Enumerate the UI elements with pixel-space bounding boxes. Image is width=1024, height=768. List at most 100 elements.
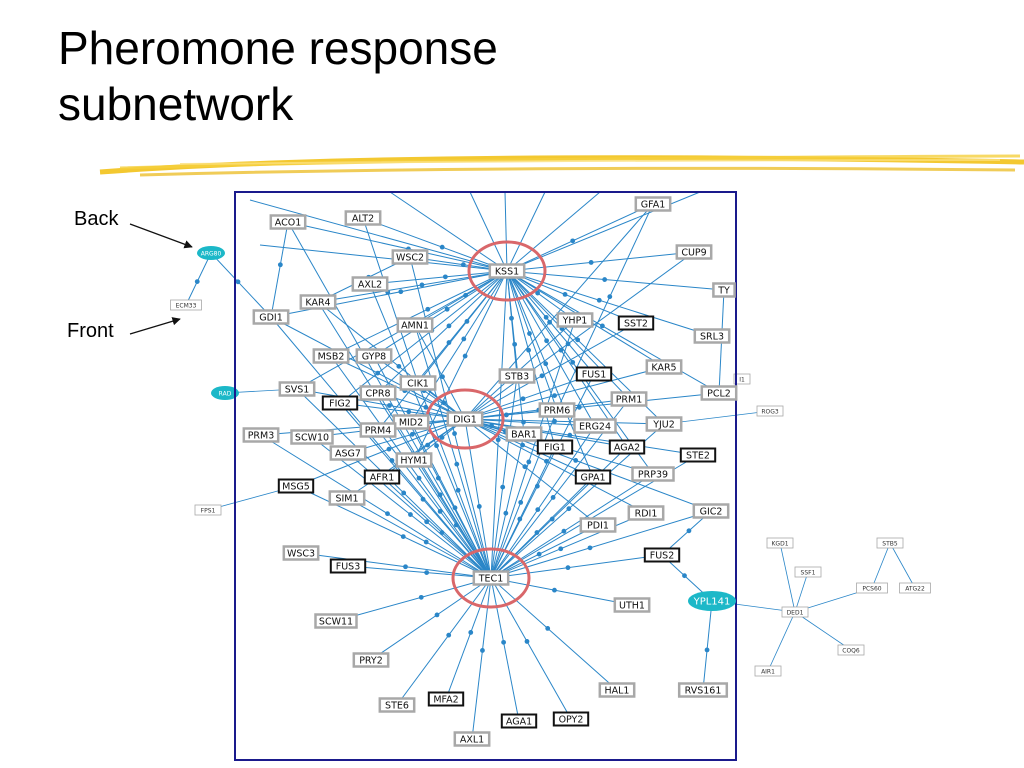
edge-line [464,418,665,428]
node-label: YPL141 [693,597,731,608]
node-prm6: PRM6 [538,402,576,418]
node-label: TY [717,286,730,297]
back-node-label: COQ6 [842,648,860,655]
node-gdi1: GDI1 [252,309,290,325]
node-label: OPY2 [559,715,584,726]
front-layer-frame [234,191,737,761]
node-label: PRM4 [365,426,392,437]
edge-dot [441,400,447,406]
edge-dot [543,314,549,320]
node-ste6: STE6 [378,697,416,713]
edge-dot [570,238,576,244]
node-msg5: MSG5 [277,478,315,494]
edge-dot [602,277,608,282]
edge-dot [567,432,573,438]
edge-dot [607,294,613,300]
back-edge-line [871,542,891,589]
node-label: YHP1 [562,316,588,327]
back-node-rog3: ROG3 [756,405,784,417]
edge-dot [434,612,440,618]
edge-line [210,252,272,318]
edge-line [506,270,628,448]
node-gfa1: GFA1 [634,196,672,212]
node-prm1: PRM1 [610,391,648,407]
edge-dot [398,289,404,295]
back-node-label: ECM33 [176,303,197,310]
node-label: AXL2 [358,280,382,291]
edge-line [506,203,654,272]
node-fig1: FIG1 [536,439,574,455]
node-label: WSC2 [396,253,424,264]
edge-line [464,372,595,420]
edge-dot [549,516,555,522]
node-label: AXL1 [460,735,484,746]
back-node-label: ATG22 [905,586,925,593]
edge-dot [453,522,459,528]
edge-line [270,316,492,579]
node-label: RDI1 [635,509,658,520]
node-mfa2: MFA2 [427,691,465,707]
edge-line [300,550,492,579]
node-label: FIG2 [329,399,351,410]
edge-dot [454,461,460,467]
back-edge-line [794,611,852,651]
node-stb3: STB3 [498,368,536,384]
node-aga2: AGA2 [608,439,646,455]
edge-dot [468,630,474,635]
edge-line [377,429,492,579]
back-node-pcs60: PCS60 [856,582,888,594]
edge-dot [558,347,564,353]
edge-dot [545,626,551,631]
node-label: STE6 [385,701,409,712]
node-label: AMN1 [401,321,429,332]
edge-line [490,270,511,579]
edge-line [185,252,212,306]
node-rvs161: RVS161 [677,682,729,698]
callout-front: Front [67,320,114,342]
node-label: SVS1 [285,385,310,396]
edge-dot [534,530,540,535]
edge-dot [452,431,457,436]
edge-dot [561,528,567,534]
node-label: MID2 [399,418,423,429]
node-label: MSB2 [318,352,345,363]
node-label: GYP8 [362,352,386,363]
edge-line [444,577,492,700]
node-label: STE2 [686,451,710,462]
node-gpa1: GPA1 [574,469,612,485]
edge-dot [444,306,450,312]
node-label: AFR1 [370,473,395,484]
node-kar5: KAR5 [645,359,683,375]
edge-line [389,191,508,272]
edge-dot [512,341,518,347]
node-label: HAL1 [605,686,630,697]
edge-dot [539,373,545,379]
edge-dot [396,363,402,369]
edge-dot [277,262,283,268]
edge-dot [437,492,443,498]
back-node-kgd1: KGD1 [766,537,794,549]
edge-line [362,216,508,272]
edge-line [506,270,594,478]
edge-line [330,355,466,420]
node-ypl141: YPL141 [688,591,736,611]
edge-dot [544,338,549,344]
node-label: PRM1 [616,395,643,406]
node-label: PRP39 [638,470,668,481]
edge-line [490,476,594,579]
back-node-label: STB5 [882,541,898,548]
edge-dot [547,319,552,325]
edge-dot [406,409,412,415]
edge-line [490,577,522,722]
edge-dot [500,484,506,490]
node-fus3: FUS3 [329,558,367,574]
edge-line [296,386,466,420]
node-svs1: SVS1 [278,381,316,397]
edge-dot [566,506,572,512]
edge-dot [385,511,390,517]
node-label: RVS161 [685,686,722,697]
node-label: MFA2 [433,695,458,706]
node-label: FUS3 [336,562,361,573]
back-node-label: PCS60 [862,586,881,593]
back-edge-line [794,571,809,613]
